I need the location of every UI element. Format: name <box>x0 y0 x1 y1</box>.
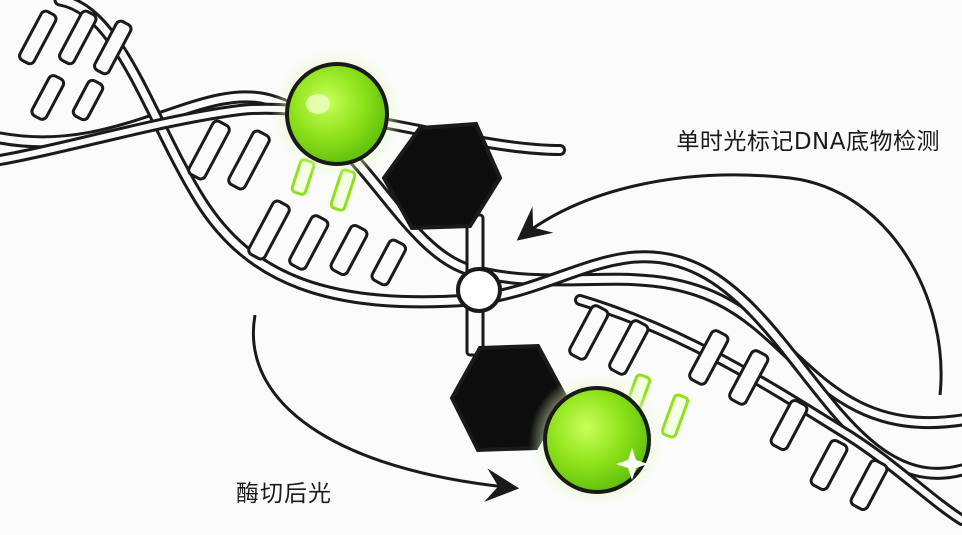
linker <box>456 213 502 357</box>
base-pairs <box>18 9 889 512</box>
arrow-icon <box>516 173 943 396</box>
arrow-icon <box>252 314 520 502</box>
substrate-label: 单时光标记DNA底物检测 <box>676 129 940 155</box>
cleavage-label: 酶切后光 <box>236 481 332 507</box>
fluorophore-icon <box>271 48 403 180</box>
linker-node-icon <box>456 267 502 313</box>
sparkle-icon <box>616 448 648 480</box>
quencher-hexagon-icon <box>381 121 503 231</box>
fluorophore-icon <box>529 372 665 508</box>
